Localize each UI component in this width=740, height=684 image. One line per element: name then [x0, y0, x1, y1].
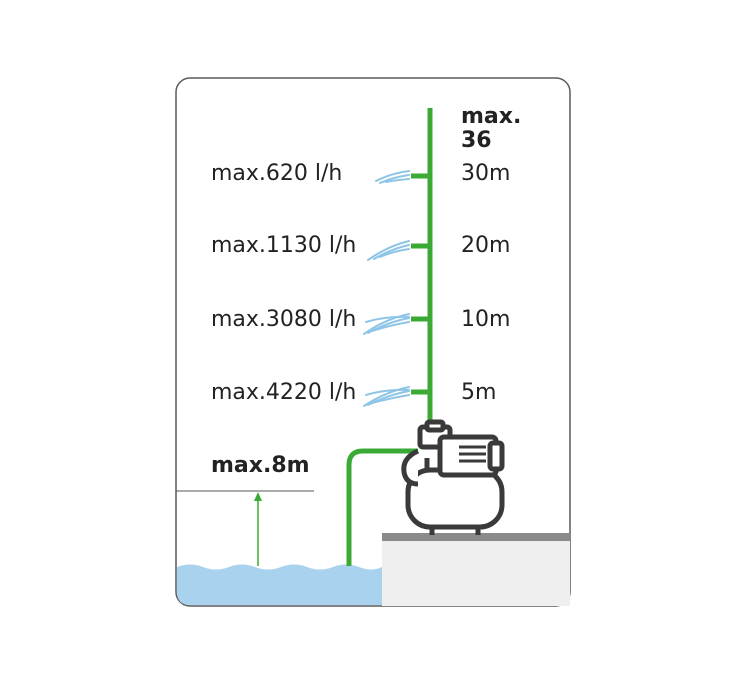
flow-label-30m: max.620 l/h — [211, 161, 343, 186]
flow-label-5m: max.4220 l/h — [211, 380, 357, 405]
height-label-5m: 5m — [461, 380, 497, 405]
suction-depth-label: max.8m — [211, 453, 310, 478]
height-label-20m: 20m — [461, 233, 511, 258]
water-spray-icon — [363, 313, 410, 335]
pump-icon — [401, 419, 505, 535]
motor-fins — [459, 445, 486, 463]
suction-hose — [346, 448, 418, 566]
max-head-value: 36 — [461, 128, 492, 153]
water-basin — [177, 564, 382, 605]
flow-label-20m: max.1130 l/h — [211, 233, 357, 258]
water-spray-icon — [375, 170, 410, 184]
height-label-30m: 30m — [461, 161, 511, 186]
ground-edge — [382, 533, 570, 541]
max-head-title: max. — [461, 104, 522, 129]
ground-platform — [382, 536, 570, 606]
water-spray-icon — [363, 386, 410, 407]
height-label-10m: 10m — [461, 307, 511, 332]
flow-label-10m: max.3080 l/h — [211, 307, 357, 332]
water-spray-icon — [367, 240, 410, 261]
diagram-frame — [175, 77, 571, 607]
suction-arrow-head — [254, 492, 262, 501]
